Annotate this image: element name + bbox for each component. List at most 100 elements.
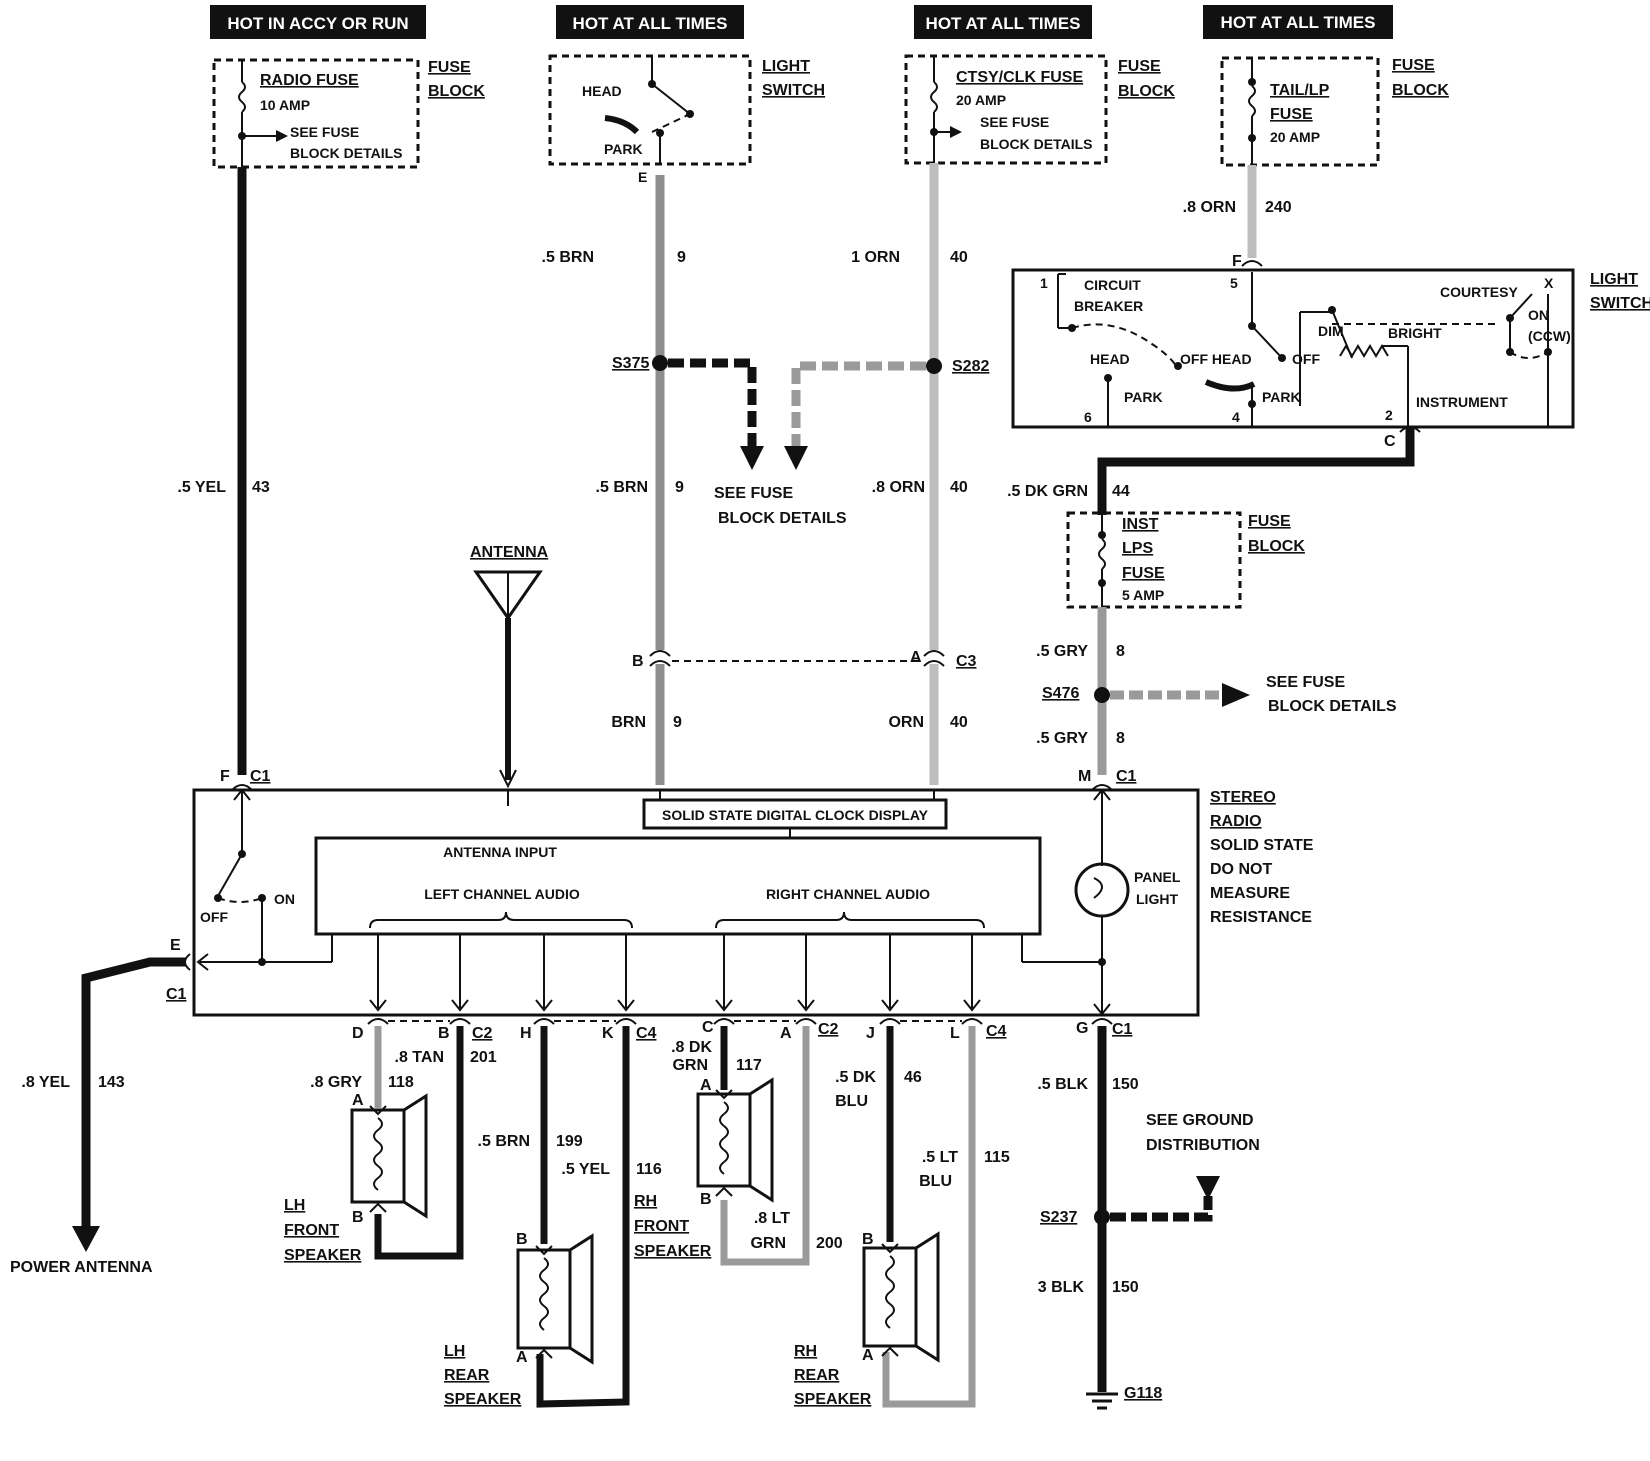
svg-text:SPEAKER: SPEAKER: [284, 1247, 362, 1264]
svg-text:.8 TAN: .8 TAN: [395, 1049, 444, 1066]
svg-text:B: B: [700, 1191, 712, 1208]
svg-text:3 BLK: 3 BLK: [1038, 1279, 1085, 1296]
power-antenna: E C1 .8 YEL 143 POWER ANTENNA: [10, 937, 191, 1276]
svg-text:RH: RH: [634, 1193, 657, 1210]
svg-text:ON: ON: [1528, 307, 1549, 323]
svg-text:PARK: PARK: [604, 141, 643, 157]
svg-text:BRN: BRN: [611, 714, 646, 731]
svg-text:HOT AT ALL TIMES: HOT AT ALL TIMES: [1221, 13, 1376, 32]
svg-text:C1: C1: [250, 768, 271, 785]
svg-text:RH: RH: [794, 1343, 817, 1360]
svg-text:150: 150: [1112, 1076, 1139, 1093]
antenna: ANTENNA: [470, 544, 549, 789]
svg-text:200: 200: [816, 1235, 843, 1252]
svg-text:ON: ON: [274, 891, 295, 907]
splice-s476: S476: [1042, 685, 1110, 703]
svg-text:BLOCK DETAILS: BLOCK DETAILS: [718, 510, 847, 527]
svg-text:.8 ORN: .8 ORN: [1183, 199, 1236, 216]
svg-text:5: 5: [1230, 275, 1238, 291]
svg-text:20 AMP: 20 AMP: [956, 92, 1006, 108]
svg-text:MEASURE: MEASURE: [1210, 885, 1290, 902]
svg-text:PANEL: PANEL: [1134, 869, 1181, 885]
light-switch-top: HEAD PARK LIGHT SWITCH E: [548, 54, 825, 185]
svg-text:C1: C1: [1116, 768, 1137, 785]
svg-text:B: B: [516, 1231, 528, 1248]
svg-text:SEE FUSE: SEE FUSE: [1266, 674, 1345, 691]
svg-text:.8 ORN: .8 ORN: [872, 479, 925, 496]
svg-text:BLU: BLU: [835, 1093, 868, 1110]
svg-text:E: E: [170, 937, 181, 954]
svg-text:150: 150: [1112, 1279, 1139, 1296]
svg-text:9: 9: [675, 479, 684, 496]
svg-text:A: A: [780, 1025, 792, 1042]
rh-rear-speaker: B A RH REAR SPEAKER: [794, 1026, 976, 1408]
svg-text:A: A: [862, 1347, 874, 1364]
svg-text:BLOCK: BLOCK: [1118, 83, 1175, 100]
svg-text:RIGHT CHANNEL AUDIO: RIGHT CHANNEL AUDIO: [766, 886, 930, 902]
see-fuse-right: SEE FUSE BLOCK DETAILS: [1266, 674, 1397, 715]
svg-text:J: J: [866, 1025, 875, 1042]
connector-c3: B A C3: [632, 649, 977, 670]
svg-text:10 AMP: 10 AMP: [260, 97, 310, 113]
svg-text:G: G: [1076, 1020, 1088, 1037]
svg-text:F: F: [220, 768, 230, 785]
svg-text:LPS: LPS: [1122, 540, 1153, 557]
splice-s375: S375: [612, 355, 668, 372]
svg-text:ANTENNA: ANTENNA: [470, 544, 549, 561]
svg-text:GRN: GRN: [750, 1235, 786, 1252]
svg-text:B: B: [352, 1209, 364, 1226]
svg-text:20 AMP: 20 AMP: [1270, 129, 1320, 145]
svg-text:DO NOT: DO NOT: [1210, 861, 1272, 878]
lh-front-speaker: A B LH FRONT SPEAKER: [284, 1026, 464, 1264]
svg-text:A: A: [910, 649, 922, 666]
svg-text:POWER ANTENNA: POWER ANTENNA: [10, 1259, 153, 1276]
tail-lp-fuse-block: TAIL/LP FUSE 20 AMP FUSE BLOCK: [1220, 56, 1449, 167]
svg-text:B: B: [862, 1231, 874, 1248]
svg-text:2: 2: [1385, 407, 1393, 423]
header-hot-at-all-times-1: HOT AT ALL TIMES: [556, 5, 744, 39]
svg-text:COURTESY: COURTESY: [1440, 284, 1518, 300]
svg-text:BLU: BLU: [919, 1173, 952, 1190]
svg-text:GRN: GRN: [672, 1057, 708, 1074]
svg-text:DIM: DIM: [1318, 323, 1344, 339]
svg-text:REAR: REAR: [794, 1367, 840, 1384]
svg-text:K: K: [602, 1025, 614, 1042]
svg-text:C: C: [702, 1019, 714, 1036]
svg-text:LIGHT: LIGHT: [1136, 891, 1178, 907]
svg-text:BLOCK: BLOCK: [1248, 538, 1305, 555]
svg-text:LEFT CHANNEL AUDIO: LEFT CHANNEL AUDIO: [424, 886, 580, 902]
svg-text:.5 GRY: .5 GRY: [1036, 730, 1088, 747]
svg-text:9: 9: [673, 714, 682, 731]
svg-text:A: A: [352, 1092, 364, 1109]
svg-text:.8 YEL: .8 YEL: [21, 1074, 70, 1091]
svg-text:TAIL/LP: TAIL/LP: [1270, 82, 1330, 99]
svg-text:40: 40: [950, 714, 968, 731]
svg-text:X: X: [1544, 275, 1554, 291]
rh-front-speaker: A B RH FRONT SPEAKER: [634, 1026, 810, 1266]
svg-text:.5 BLK: .5 BLK: [1037, 1076, 1088, 1093]
svg-text:OFF: OFF: [200, 909, 228, 925]
svg-text:LIGHT: LIGHT: [1590, 271, 1638, 288]
svg-text:SPEAKER: SPEAKER: [634, 1243, 712, 1260]
svg-text:HEAD: HEAD: [1090, 351, 1130, 367]
svg-text:CIRCUIT: CIRCUIT: [1084, 277, 1141, 293]
svg-text:HOT AT ALL TIMES: HOT AT ALL TIMES: [926, 14, 1081, 33]
svg-text:LH: LH: [284, 1197, 305, 1214]
svg-text:46: 46: [904, 1069, 922, 1086]
see-fuse-mid: SEE FUSE BLOCK DETAILS: [714, 485, 847, 527]
svg-text:L: L: [950, 1025, 960, 1042]
svg-text:BLOCK DETAILS: BLOCK DETAILS: [1268, 698, 1397, 715]
svg-text:143: 143: [98, 1074, 125, 1091]
svg-text:FUSE: FUSE: [1122, 565, 1165, 582]
svg-text:HEAD: HEAD: [582, 83, 622, 99]
svg-text:.8 GRY: .8 GRY: [310, 1074, 362, 1091]
svg-text:RADIO: RADIO: [1210, 813, 1262, 830]
svg-text:S282: S282: [952, 358, 989, 375]
svg-text:C3: C3: [956, 653, 977, 670]
svg-text:.5 BRN: .5 BRN: [596, 479, 648, 496]
svg-text:1: 1: [1040, 275, 1048, 291]
svg-text:SEE GROUND: SEE GROUND: [1146, 1112, 1254, 1129]
svg-text:BLOCK DETAILS: BLOCK DETAILS: [980, 136, 1093, 152]
svg-text:OFF: OFF: [1292, 351, 1320, 367]
